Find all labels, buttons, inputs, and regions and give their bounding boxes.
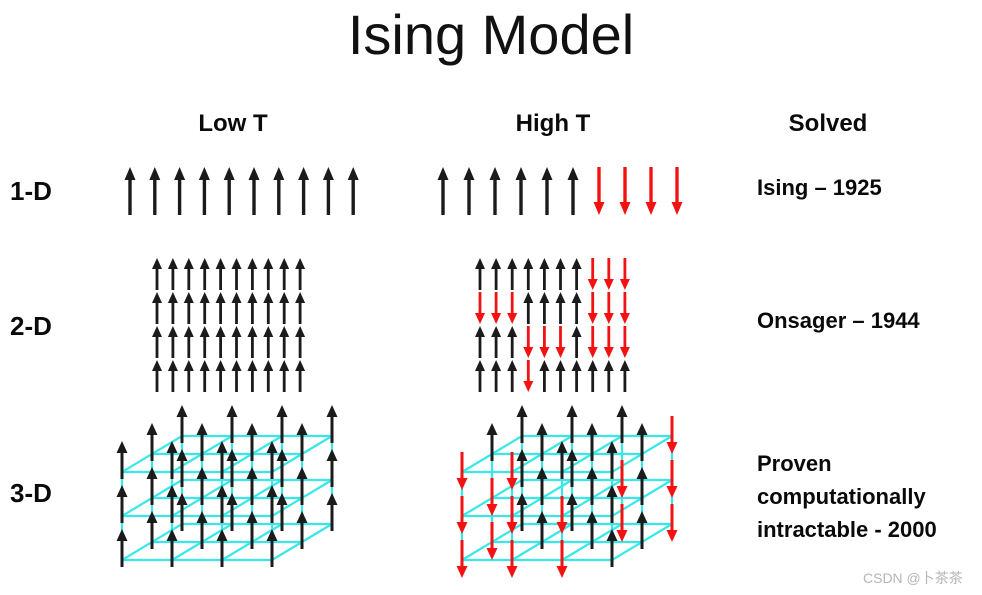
spin-lattice-3d-high-t <box>456 405 678 578</box>
solved-text-3d-line3: intractable - 2000 <box>757 517 937 542</box>
spin-grid-2d-low-t <box>152 258 306 392</box>
solved-text-2d: Onsager – 1944 <box>757 308 920 333</box>
column-header-low-t: Low T <box>198 110 268 137</box>
solved-text-3d-line2: computationally <box>757 484 926 509</box>
row-label-2d: 2-D <box>10 311 52 341</box>
row-label-1d: 1-D <box>10 176 52 206</box>
row-label-3d: 3-D <box>10 478 52 508</box>
solved-entry-1d: Ising – 1925 <box>757 175 882 201</box>
watermark: CSDN @卜茶茶 <box>863 570 963 586</box>
solved-entry-2d: Onsager – 1944 <box>757 308 920 334</box>
spin-grid-2d-high-t <box>475 258 630 392</box>
solved-entry-3d: Proven computationally intractable - 200… <box>757 447 937 546</box>
spin-lattice-3d-low-t <box>116 405 338 567</box>
column-header-high-t: High T <box>515 110 591 137</box>
solved-text-1d: Ising – 1925 <box>757 175 882 200</box>
solved-text-3d-line1: Proven <box>757 451 832 476</box>
page-title: Ising Model <box>347 3 635 66</box>
column-header-solved: Solved <box>788 110 868 137</box>
spin-chain-1d-high-t <box>437 167 683 215</box>
spin-chain-1d-low-t <box>124 167 359 215</box>
